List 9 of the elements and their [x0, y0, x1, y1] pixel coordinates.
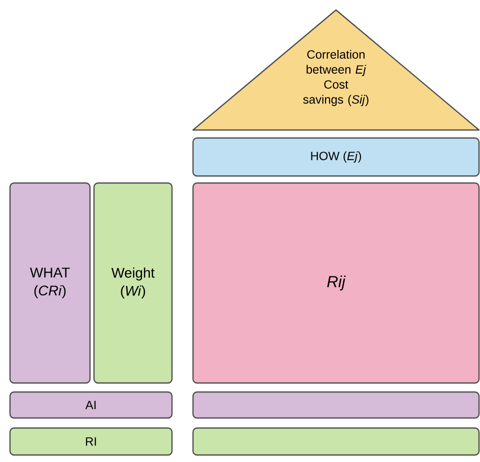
header-box: HOW (Ej) [192, 137, 480, 177]
row-bar: RI [9, 427, 173, 456]
row-bar [192, 427, 480, 456]
matrix-box: Rij [192, 182, 480, 384]
row-bar: AI [9, 391, 173, 419]
weight-column: Weight (Wi) [93, 182, 173, 384]
requirement-column: WHAT (CRi) [9, 182, 91, 384]
row-bar [192, 391, 480, 419]
roof-triangle: Correlation between Ej Cost savings (Sij) [192, 9, 480, 131]
